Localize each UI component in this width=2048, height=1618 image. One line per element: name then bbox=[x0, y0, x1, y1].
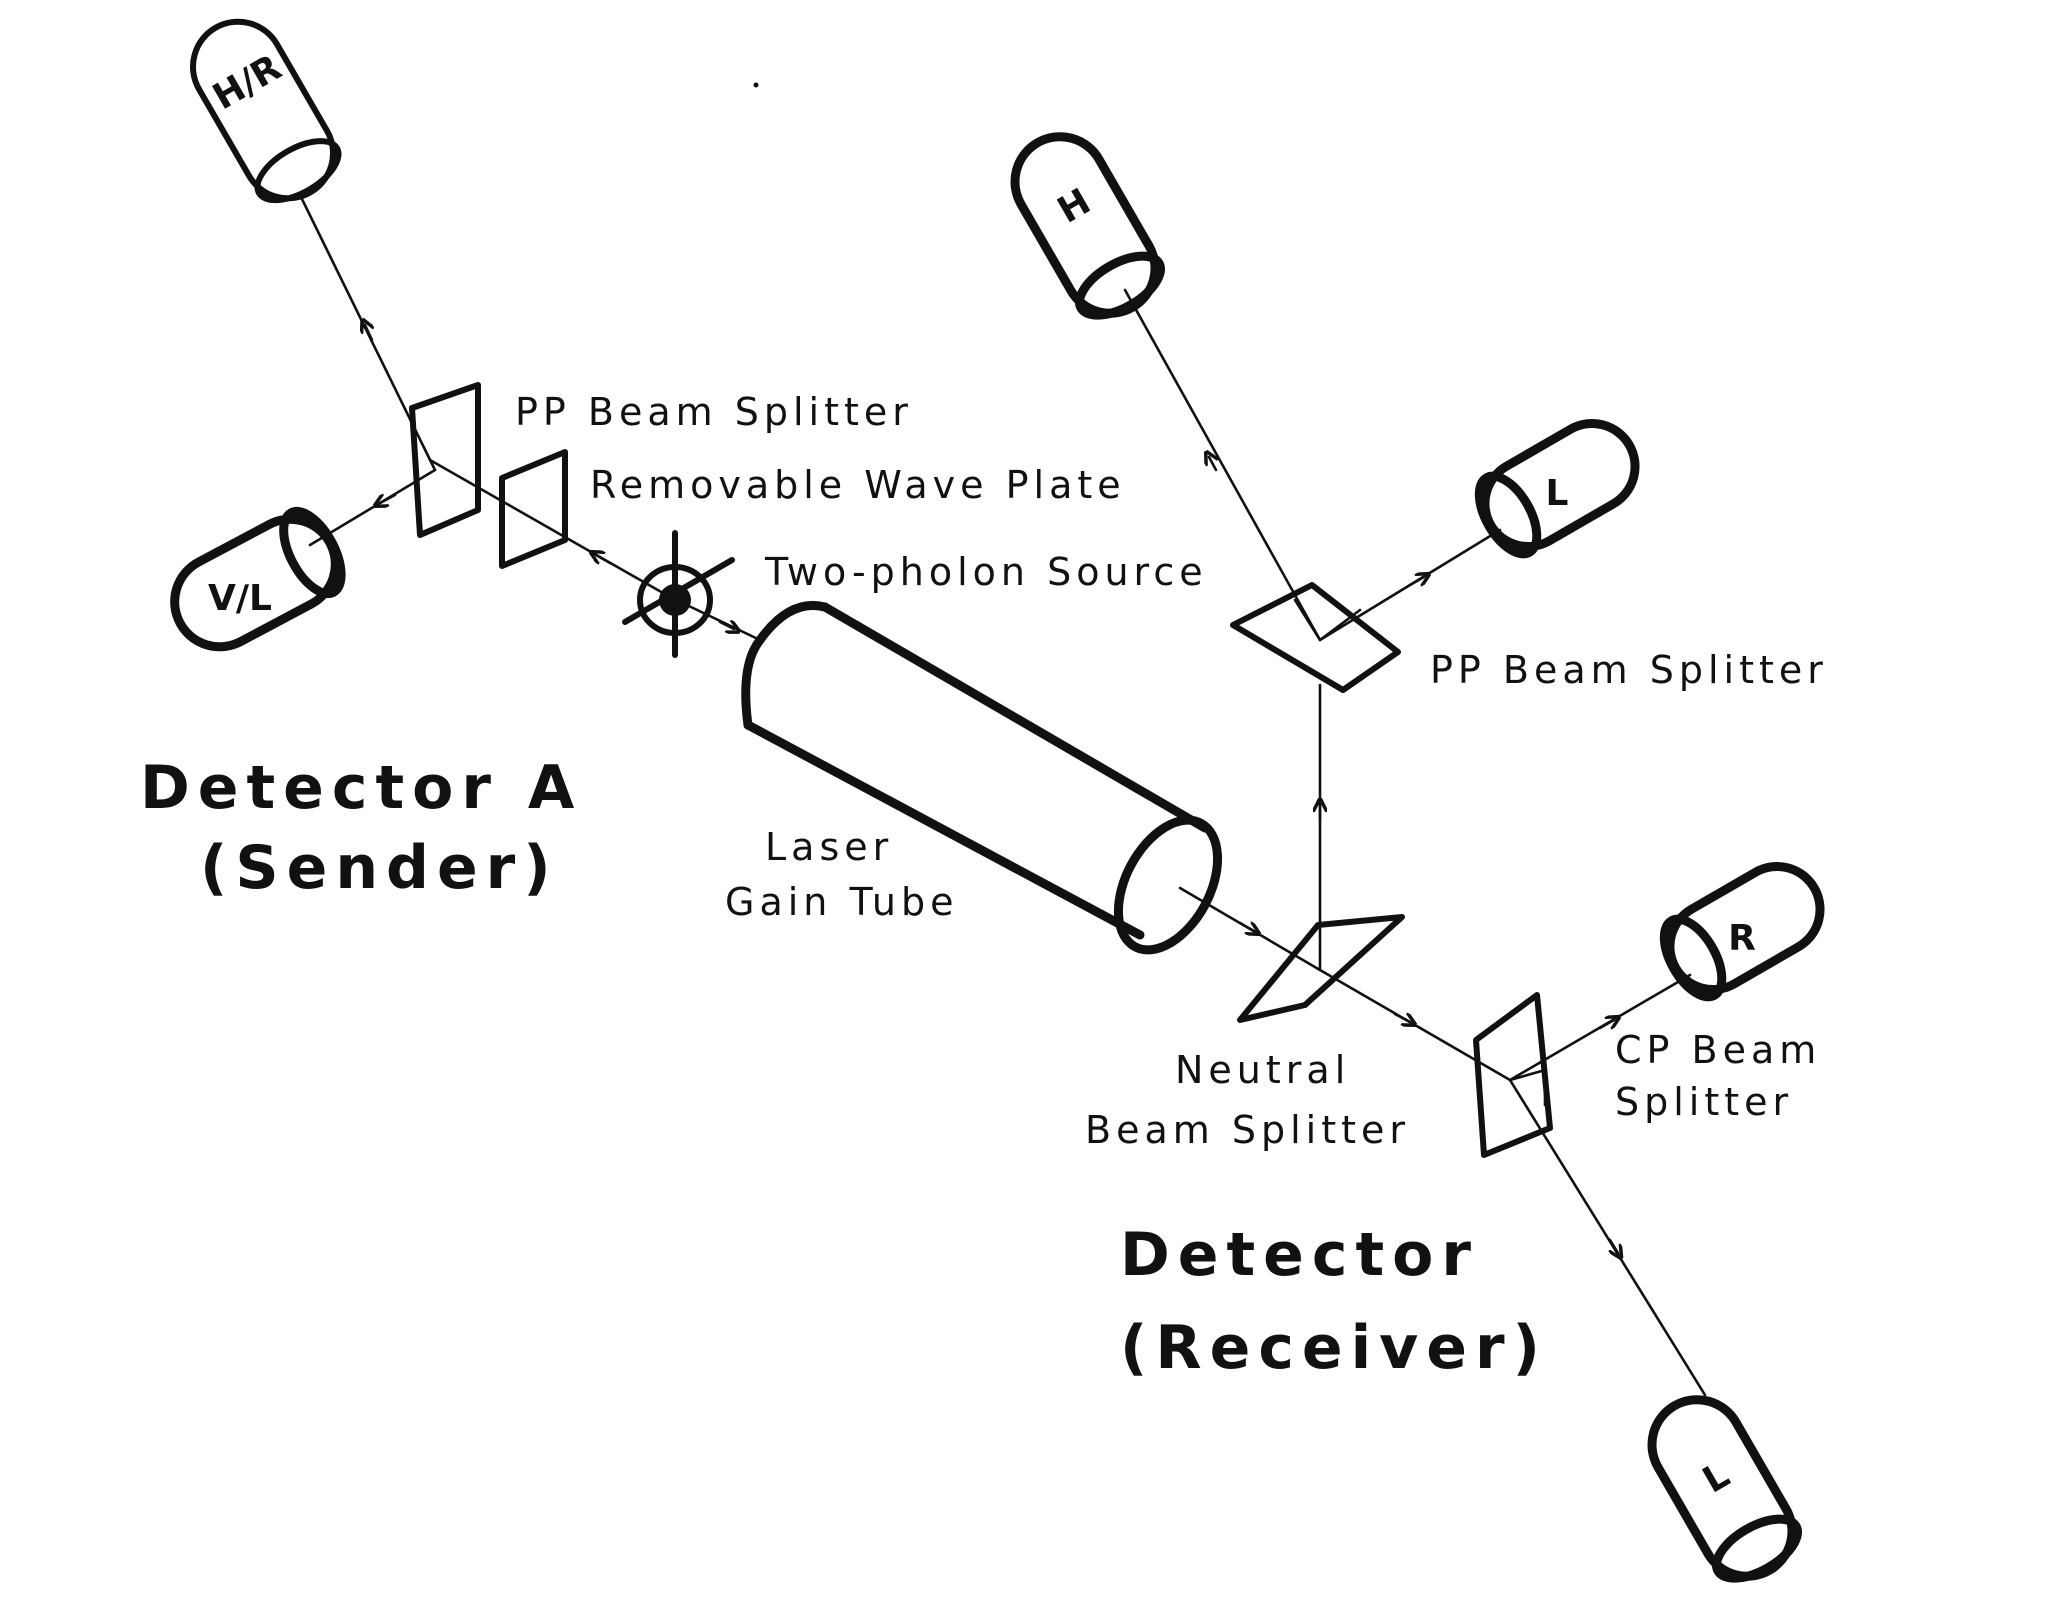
arrow-to-cp bbox=[1393, 1014, 1410, 1022]
two-photon-source bbox=[622, 530, 735, 658]
detector-r bbox=[1659, 862, 1825, 1002]
pp-beam-splitter-a bbox=[409, 382, 481, 538]
neutral-beam-splitter bbox=[1237, 914, 1405, 1023]
removable-wave-plate bbox=[499, 449, 568, 569]
pp-beam-splitter-a-label: PP Beam Splitter bbox=[515, 390, 913, 434]
arrow-up-hr bbox=[365, 325, 372, 342]
cp-beam-splitter bbox=[1473, 992, 1553, 1158]
beam-source-to-wave-plate bbox=[428, 458, 672, 599]
detector-l-bottom-label: L bbox=[1696, 1455, 1736, 1502]
detector-b-title: Detector bbox=[1120, 1220, 1479, 1290]
detector-b-subtitle: (Receiver) bbox=[1120, 1313, 1548, 1383]
arrow-toward-laser bbox=[718, 622, 734, 629]
detector-h-r: H/R bbox=[190, 18, 342, 204]
detector-v-l-label: V/L bbox=[208, 578, 272, 619]
arrow-up-h bbox=[1209, 457, 1216, 472]
detector-v-l bbox=[170, 506, 346, 652]
detector-l-bottom: L bbox=[1647, 1395, 1802, 1583]
detector-h: H bbox=[1010, 132, 1165, 320]
detector-h-r-label: H/R bbox=[206, 47, 288, 118]
beam-pp-b-to-h bbox=[1123, 288, 1322, 642]
arrow-down-l bbox=[1610, 1238, 1618, 1253]
removable-wave-plate-label: Removable Wave Plate bbox=[590, 463, 1126, 507]
arrow-right-l bbox=[1408, 577, 1424, 585]
laser-gain-tube bbox=[741, 600, 1223, 955]
arrow-left-vl bbox=[380, 495, 397, 503]
detector-h-label: H bbox=[1051, 181, 1098, 232]
neutral-beam-splitter-label: Beam Splitter bbox=[1085, 1108, 1410, 1152]
detector-a-title: Detector A bbox=[140, 753, 582, 823]
pp-beam-splitter-b bbox=[1230, 582, 1401, 693]
arrow-right-r bbox=[1598, 1020, 1614, 1028]
detector-l-upper bbox=[1474, 419, 1640, 559]
cp-splitter-label: Splitter bbox=[1615, 1080, 1793, 1124]
cp-beam-label: CP Beam bbox=[1615, 1028, 1821, 1072]
two-photon-source-label: Two-pholon Source bbox=[764, 550, 1208, 594]
arrow-toward-wave-plate bbox=[596, 555, 612, 563]
gain-tube-label: Gain Tube bbox=[725, 880, 958, 924]
pp-beam-splitter-b-label: PP Beam Splitter bbox=[1430, 648, 1828, 692]
detector-a-subtitle: (Sender) bbox=[200, 833, 559, 903]
arrow-laser-out bbox=[1238, 923, 1254, 931]
detector-l-upper-label: L bbox=[1546, 473, 1569, 514]
laser-label: Laser bbox=[765, 825, 893, 869]
neutral-label: Neutral bbox=[1175, 1048, 1350, 1092]
detector-r-label: R bbox=[1728, 918, 1756, 959]
stray-dot bbox=[753, 82, 759, 88]
